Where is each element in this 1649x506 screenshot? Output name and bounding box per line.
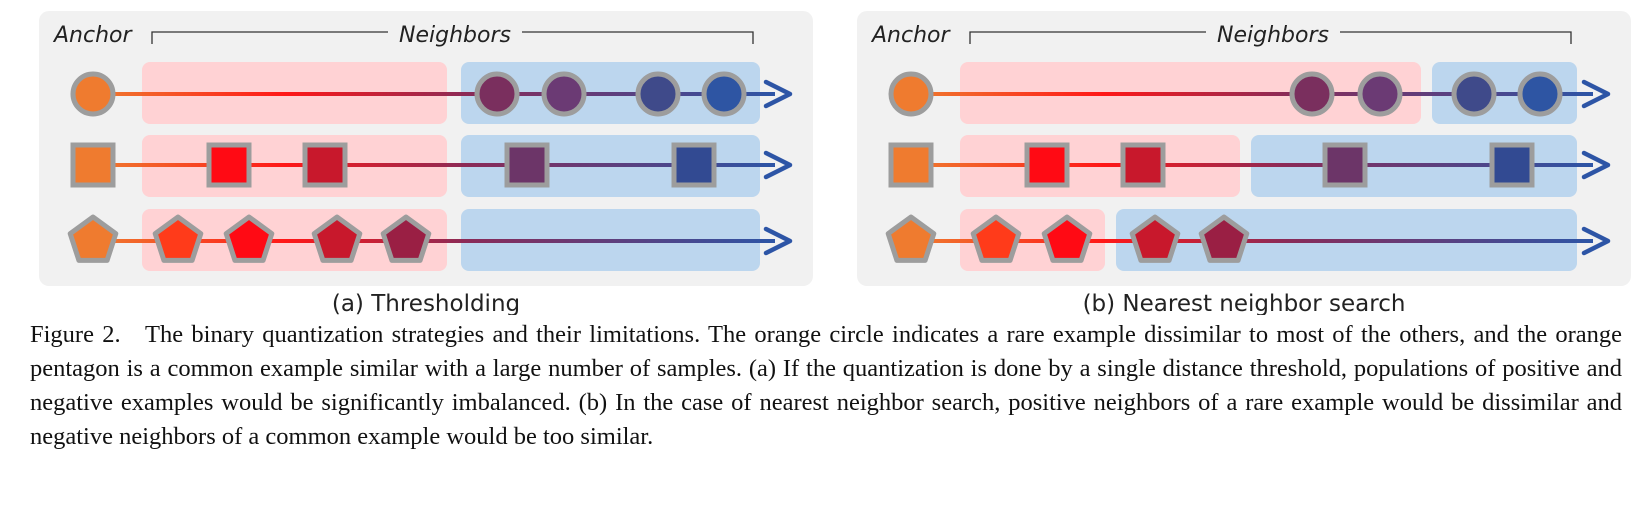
neighbor-square: [671, 142, 717, 188]
distance-arrow: [913, 150, 1611, 180]
neighbor-square: [1322, 142, 1368, 188]
panel-nearest-neighbor: Anchor Neighbors: [857, 11, 1631, 315]
figure-label: Figure 2.: [30, 321, 121, 348]
neighbor-circle: [701, 71, 747, 117]
neighbor-square: [206, 142, 252, 188]
sub-caption: (b) Nearest neighbor search: [1083, 291, 1406, 315]
figure-caption-text: The binary quantization strategies and t…: [30, 321, 1623, 450]
figure-diagram: Anchor Neighbors: [39, 11, 1631, 315]
neighbor-pentagon: [1198, 214, 1250, 263]
anchor-square: [888, 142, 934, 188]
anchor-pentagon: [885, 214, 937, 263]
panel-thresholding: Anchor Neighbors: [39, 11, 813, 315]
neighbor-pentagon: [1041, 214, 1093, 263]
anchor-label: Anchor: [870, 23, 951, 48]
neighbor-square: [1024, 142, 1070, 188]
anchor-circle: [888, 71, 934, 117]
neighbor-pentagon: [223, 214, 275, 263]
neighbor-circle: [474, 71, 520, 117]
neighbor-square: [1120, 142, 1166, 188]
distance-arrow: [95, 79, 793, 109]
neighbor-pentagon: [380, 214, 432, 263]
anchor-label: Anchor: [52, 23, 133, 48]
anchor-circle: [70, 71, 116, 117]
distance-arrow: [913, 226, 1611, 256]
anchor-pentagon: [67, 214, 119, 263]
distance-arrow: [913, 79, 1611, 109]
neighbor-circle: [635, 71, 681, 117]
neighbors-bracket-right: [1340, 31, 1572, 44]
neighbor-circle: [1357, 71, 1403, 117]
neighbor-circle: [1289, 71, 1335, 117]
neighbors-label: Neighbors: [1217, 23, 1329, 48]
neighbor-circle: [1451, 71, 1497, 117]
neighbor-circle: [1517, 71, 1563, 117]
distance-arrow: [95, 226, 793, 256]
anchor-square: [70, 142, 116, 188]
neighbor-square: [1489, 142, 1535, 188]
neighbors-bracket-right: [522, 31, 754, 44]
sub-caption: (a) Thresholding: [332, 291, 520, 315]
neighbor-square: [302, 142, 348, 188]
neighbor-pentagon: [1129, 214, 1181, 263]
distance-arrow: [95, 150, 793, 180]
neighbor-pentagon: [152, 214, 204, 263]
neighbors-bracket-left: [969, 31, 1206, 44]
neighbor-pentagon: [311, 214, 363, 263]
neighbor-circle: [541, 71, 587, 117]
neighbors-bracket-left: [151, 31, 388, 44]
neighbor-square: [504, 142, 550, 188]
neighbor-pentagon: [970, 214, 1022, 263]
figure-caption: Figure 2. The binary quantization strate…: [30, 318, 1622, 454]
neighbors-label: Neighbors: [399, 23, 511, 48]
